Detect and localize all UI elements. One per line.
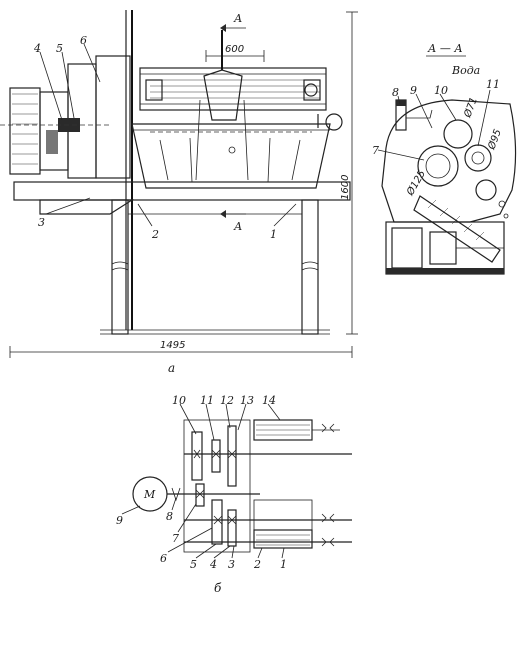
section-mark-a-top: А [233,12,242,25]
caption-b: б [214,581,222,595]
label-b-12: 12 [220,394,234,407]
label-b-3: 3 [228,558,235,571]
label-a-2: 2 [151,228,159,241]
label-a-3: 3 [38,216,45,229]
roll-14-hatch [256,424,310,436]
label-b-14: 14 [262,394,276,407]
section-title: А — А [427,42,463,55]
dim-1600: 1600 [340,175,351,200]
water-label: Вода [451,64,480,77]
label-b-11: 11 [200,394,214,407]
label-s-9: 9 [410,84,417,97]
label-a-6: 6 [80,34,87,47]
label-b-9: 9 [116,514,123,527]
label-b-4: 4 [209,558,217,571]
dia-95: Ø95 [485,128,504,152]
chute-hatch [427,199,485,241]
figure-a-side-view: А 600 [0,10,358,375]
dia-125: Ø125 [404,168,428,198]
roll-1-hatch [256,534,310,546]
gear-marks [193,449,237,525]
label-b-8: 8 [166,510,173,523]
caption-a: а [168,361,175,375]
figure-b-kinematic-scheme: М [116,394,352,595]
label-a-4: 4 [33,42,41,55]
label-b-10: 10 [172,394,186,407]
label-b-13: 13 [240,394,254,407]
label-a-1: 1 [270,228,277,241]
dia-71: Ø71 [461,96,480,120]
label-b-7: 7 [172,532,179,545]
label-b-1: 1 [280,558,287,571]
label-s-8: 8 [392,86,399,99]
drive-hatch [12,93,38,165]
dim-600: 600 [225,44,244,55]
roll-hatch [150,79,320,99]
label-a-5: 5 [56,42,63,55]
section-a-a-view: А — А Вода [372,42,517,275]
label-b-2: 2 [253,558,261,571]
motor-symbol: М [143,488,156,501]
label-s-10: 10 [434,84,448,97]
label-b-6: 6 [160,552,167,565]
label-s-11: 11 [486,78,500,91]
label-s-7: 7 [372,144,379,157]
section-mark-a-bottom: А [233,220,242,233]
dim-1495: 1495 [160,340,185,351]
label-b-5: 5 [190,558,197,571]
